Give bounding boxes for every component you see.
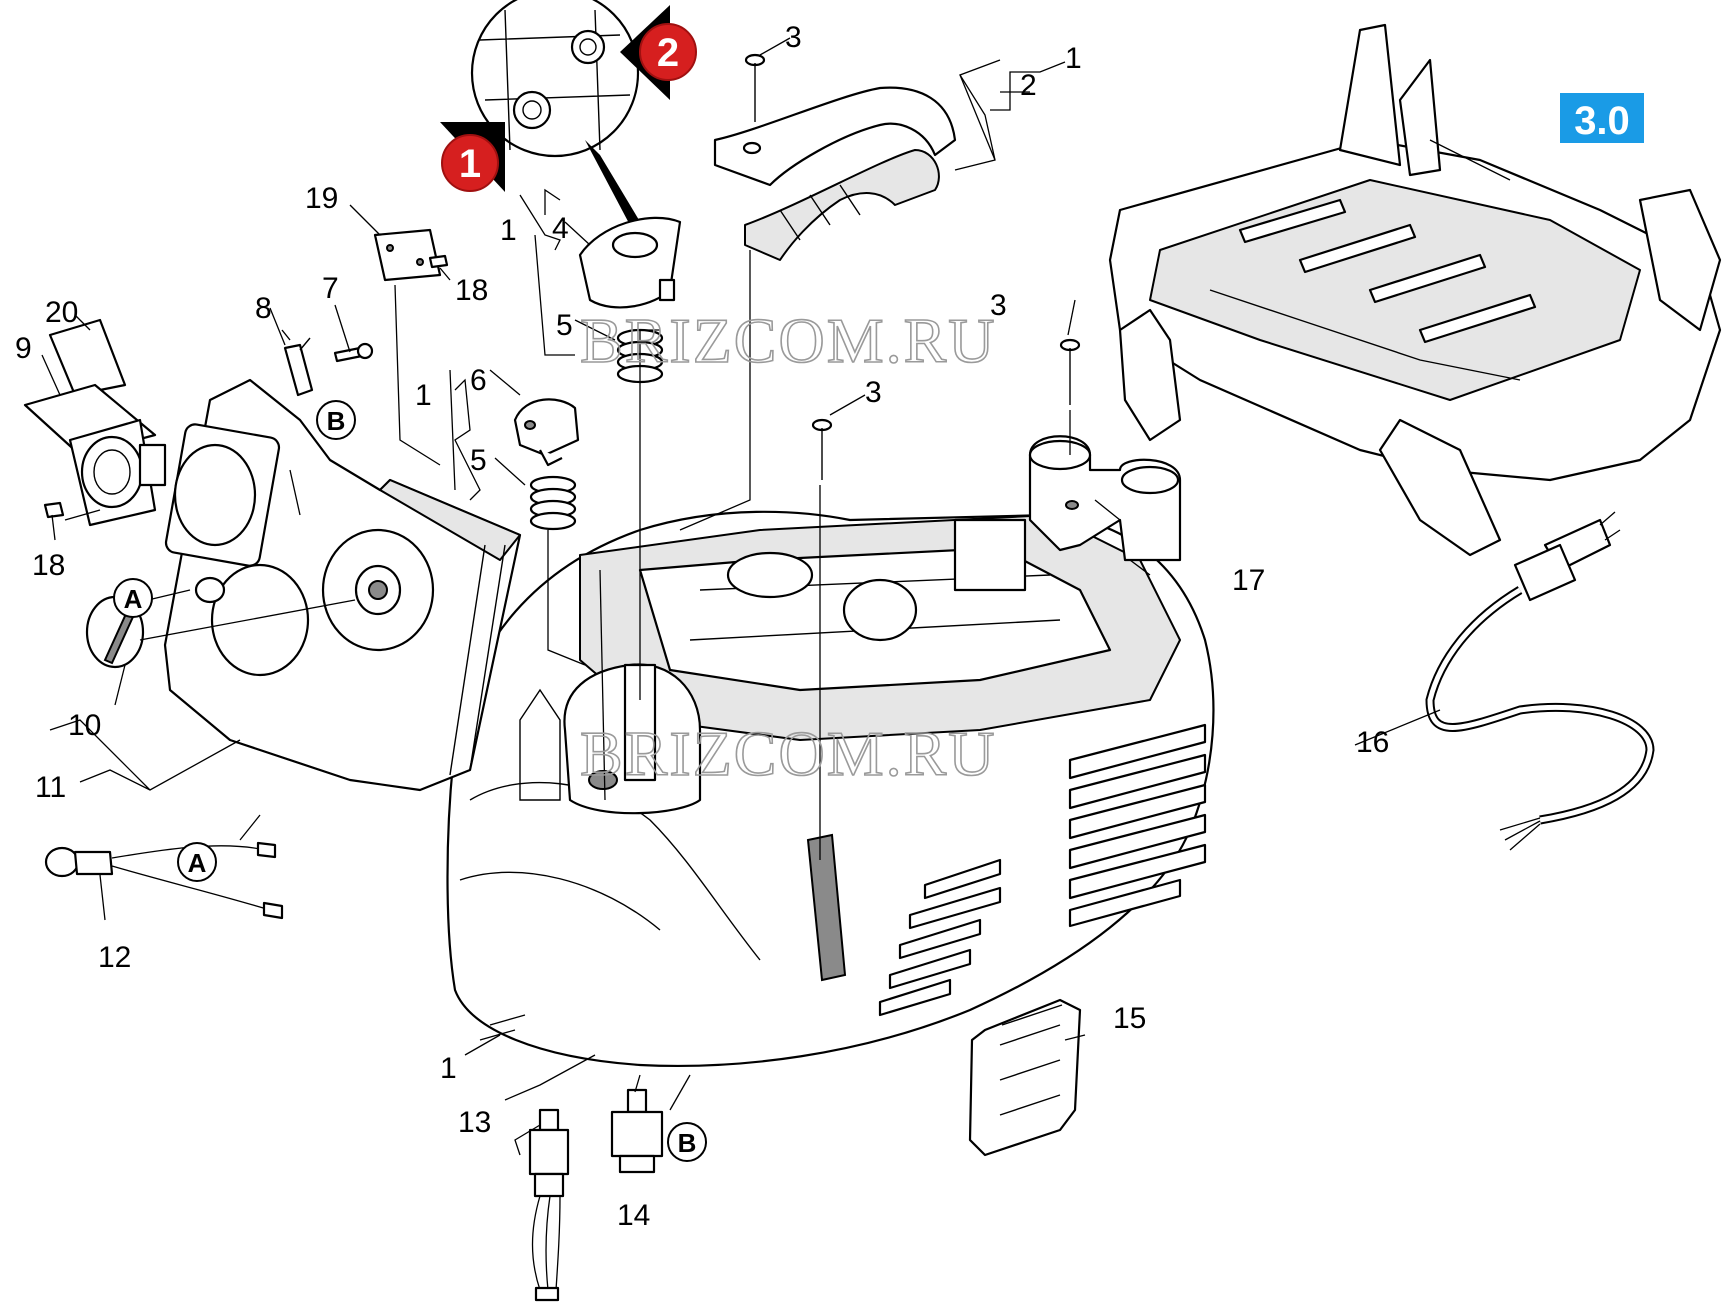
tray-assembly-3-0 (1108, 23, 1722, 557)
label-2-top: 2 (1020, 69, 1037, 102)
knob-part-6 (513, 398, 580, 467)
marker-1: 1 (440, 122, 505, 192)
circled-ref-b-upper-text: B (327, 406, 346, 436)
label-12: 12 (98, 941, 131, 974)
watermark-lower: BRIZCOM.RU (580, 718, 997, 789)
switch-8 (281, 329, 314, 397)
vent-slots-right (1068, 723, 1207, 928)
screw-top (744, 53, 766, 122)
label-8: 8 (255, 292, 272, 325)
label-5-b: 5 (470, 444, 487, 477)
leader-lines (41, 37, 1511, 1156)
carry-handle (713, 86, 957, 261)
label-9: 9 (15, 332, 32, 365)
screw-mid (811, 418, 833, 480)
circled-ref-a-upper: A (113, 578, 153, 618)
circled-ref-b-lower-text: B (678, 1128, 697, 1158)
marker-2-text: 2 (657, 31, 679, 75)
label-19: 19 (305, 182, 338, 215)
label-6: 6 (470, 364, 487, 397)
label-1-top: 1 (1065, 42, 1082, 75)
socket-9 (23, 383, 167, 527)
label-20: 20 (45, 296, 78, 329)
label-13: 13 (458, 1106, 491, 1139)
indicator-lamp-12 (44, 841, 284, 920)
circled-ref-a-lower: A (177, 842, 217, 882)
label-15: 15 (1113, 1002, 1146, 1035)
label-7: 7 (322, 272, 339, 305)
wire-harness-13 (528, 1108, 570, 1302)
watermark-upper: BRIZCOM.RU (580, 305, 997, 376)
cover-15 (968, 998, 1082, 1157)
connector-14 (610, 1088, 664, 1174)
label-17: 17 (1232, 564, 1265, 597)
pcb-19 (373, 228, 442, 282)
label-10: 10 (68, 709, 101, 742)
label-1-a: 1 (500, 214, 517, 247)
label-11: 11 (35, 771, 66, 804)
label-4: 4 (552, 212, 569, 245)
label-18-left: 18 (32, 549, 65, 582)
label-5-a: 5 (556, 309, 573, 342)
assembly-badge: 3.0 (1560, 93, 1644, 143)
assembly-badge-text: 3.0 (1574, 99, 1630, 143)
spring-lower (529, 475, 577, 531)
main-housing (446, 510, 1215, 1068)
screw-18-top (428, 254, 449, 269)
screw-right (1059, 338, 1081, 405)
label-16: 16 (1356, 726, 1389, 759)
label-plate-20 (48, 318, 127, 397)
label-3-mid: 3 (865, 376, 882, 409)
marker-2: 2 (620, 5, 697, 100)
circled-ref-b-lower: B (667, 1122, 707, 1162)
cap-part-4 (578, 216, 682, 309)
label-1-b: 1 (415, 379, 432, 412)
label-3-top: 3 (785, 21, 802, 54)
label-3-right: 3 (990, 289, 1007, 322)
label-18-top: 18 (455, 274, 488, 307)
hose-bracket-17 (1028, 435, 1182, 562)
part-labels: 1 2 3 19 18 1 4 5 1 6 5 3 3 20 9 8 7 18 … (15, 21, 1389, 1232)
circled-ref-b-upper: B (316, 400, 356, 440)
label-1-bottom: 1 (440, 1052, 457, 1085)
circled-ref-a-lower-text: A (188, 848, 207, 878)
screw-18-left (43, 501, 65, 519)
front-panel (163, 378, 522, 792)
label-14: 14 (617, 1199, 650, 1232)
marker-1-text: 1 (459, 142, 481, 186)
circled-ref-a-upper-text: A (124, 584, 143, 614)
vent-slots-left (878, 858, 1002, 1017)
screw-7 (333, 342, 374, 363)
power-cord-16 (1425, 511, 1655, 851)
